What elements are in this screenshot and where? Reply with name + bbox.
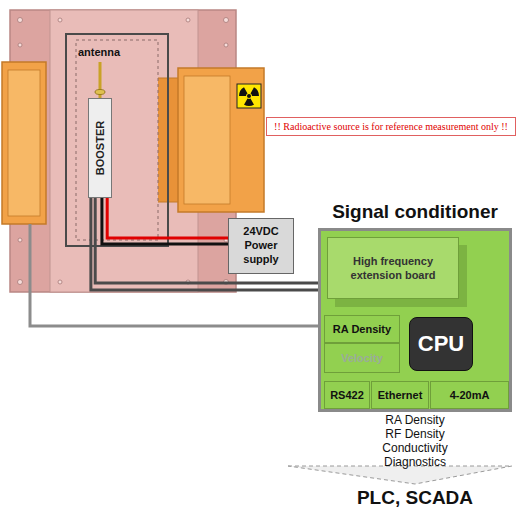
left-sensor-face [8, 70, 40, 216]
box-label: 24VDC Power supply [229, 225, 293, 266]
output-label: Conductivity [382, 441, 447, 455]
extension-board: High frequency extension board [327, 237, 459, 299]
source-holder [178, 68, 264, 212]
box-label: Velocity [341, 352, 383, 364]
port-cell: RS422 [324, 381, 370, 409]
box-label: RA Density [333, 323, 391, 335]
output-label: RF Density [385, 427, 444, 441]
antenna-base [95, 90, 105, 95]
left-sensor-block [2, 62, 46, 224]
radiation-trefoil [239, 87, 259, 106]
port-cell: 4-20mA [430, 381, 509, 409]
power-supply-box: 24VDC Power supply [228, 218, 294, 274]
housing-body [50, 10, 198, 292]
port-cell: Ethernet [371, 381, 429, 409]
box-label: CPU [418, 331, 464, 357]
signal-conditioner-box: Signal conditionerHigh frequency extensi… [318, 228, 512, 412]
cable-connector [91, 198, 327, 290]
box-label: !! Radioactive source is for reference m… [274, 121, 508, 132]
output-label: RA Density [385, 413, 444, 427]
source-holder-face [184, 76, 230, 204]
cable-connector [95, 198, 327, 283]
box-label: RS422 [330, 389, 364, 401]
box-label: High frequency extension board [330, 254, 456, 283]
warning-note: !! Radioactive source is for reference m… [266, 117, 516, 136]
part-label: antenna [78, 46, 120, 58]
booster-box: BOOSTER [88, 98, 112, 198]
box-label: Ethernet [378, 389, 423, 401]
output-label: Diagnostics [384, 455, 446, 469]
cable-connector [107, 198, 228, 238]
cpu-box: CPU [409, 317, 473, 371]
inner-window [76, 40, 158, 240]
module-cell: Velocity [324, 343, 400, 373]
box-label: 4-20mA [450, 389, 490, 401]
inner-frame [66, 34, 168, 246]
box-label: BOOSTER [94, 121, 106, 175]
radiation-symbol [237, 84, 261, 108]
destination-label: PLC, SCADA [357, 487, 473, 509]
module-cell: RA Density [324, 315, 400, 343]
box-heading: Signal conditioner [332, 201, 498, 223]
cable-connector [102, 198, 228, 244]
